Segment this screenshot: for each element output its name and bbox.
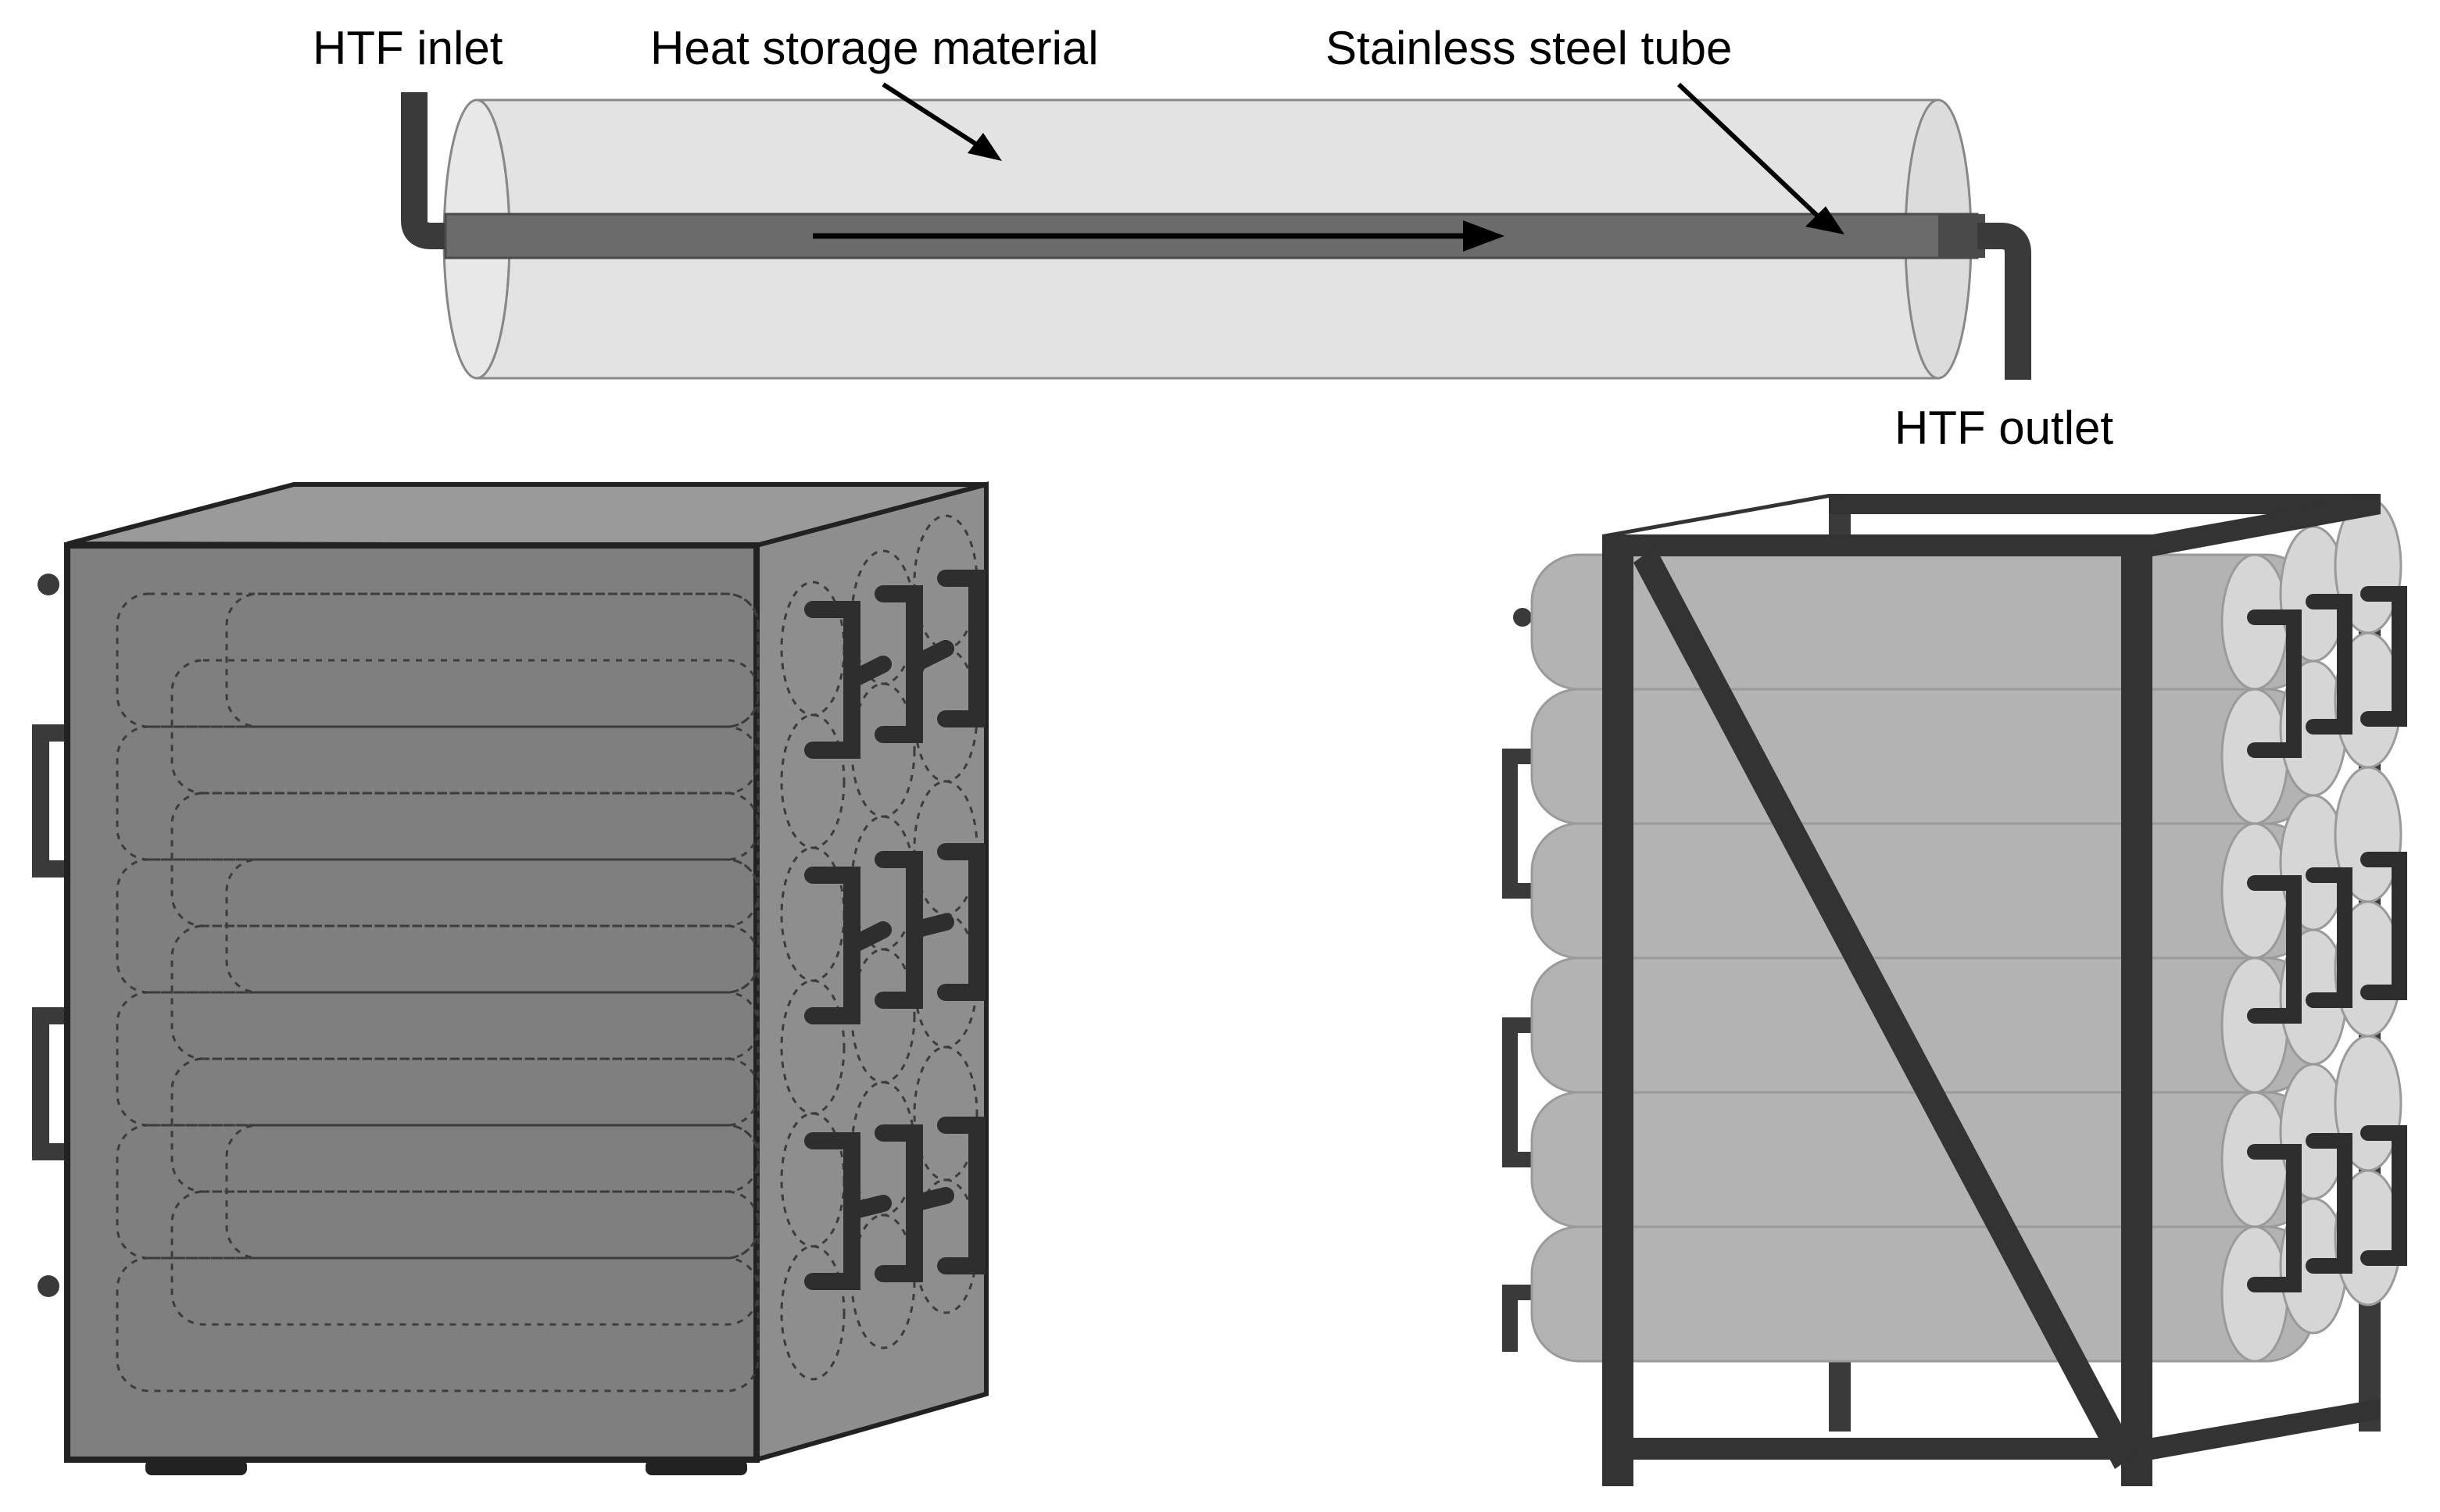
u-bend-pipe bbox=[843, 921, 892, 954]
htf-inlet-pipe bbox=[401, 92, 453, 249]
bundle-cylinder bbox=[1530, 688, 2315, 825]
single-tube-diagram: HTF inlet Heat storage material Stainles… bbox=[313, 22, 2113, 454]
left-stub-top bbox=[38, 574, 59, 595]
end-ellipse bbox=[780, 979, 846, 1115]
steel-tube-leader bbox=[1676, 82, 1831, 229]
bundle-end-cap bbox=[2220, 956, 2289, 1094]
left-stub-bottom bbox=[38, 1275, 59, 1297]
left-handle-upper bbox=[32, 724, 67, 878]
hidden-cylinder bbox=[225, 592, 760, 728]
enclosure-foot-right bbox=[646, 1460, 747, 1475]
enclosure-front-face bbox=[64, 542, 760, 1463]
hidden-cylinder bbox=[170, 659, 760, 795]
frame-left-handle bbox=[1502, 749, 1532, 899]
htf-outlet-label: HTF outlet bbox=[1894, 402, 2113, 454]
end-ellipse bbox=[780, 1245, 846, 1381]
u-bend-pipe bbox=[843, 656, 892, 688]
end-ellipse bbox=[850, 948, 916, 1084]
htf-inlet-label: HTF inlet bbox=[313, 22, 503, 74]
htf-outlet-pipe bbox=[1977, 223, 2031, 380]
end-ellipse bbox=[850, 682, 916, 818]
hidden-cylinder bbox=[225, 858, 760, 994]
u-bend-pipe bbox=[937, 570, 986, 727]
frame-u-bend bbox=[2306, 1133, 2352, 1274]
frame-top-left-rail bbox=[1602, 494, 1851, 534]
heat-storage-material-label: Heat storage material bbox=[650, 22, 1099, 74]
frame-u-bend bbox=[2247, 1144, 2302, 1292]
frame-u-bend bbox=[2247, 875, 2302, 1024]
frame-left-handle bbox=[1502, 1017, 1532, 1167]
hidden-cylinder bbox=[170, 1190, 760, 1326]
front-frame bbox=[1602, 494, 2381, 1486]
frame-front-top-rail bbox=[1602, 534, 2152, 556]
hidden-cylinder bbox=[225, 1124, 760, 1260]
stainless-steel-tube-label: Stainless steel tube bbox=[1326, 22, 1732, 74]
enclosed-bundle-diagram bbox=[32, 481, 989, 1475]
hidden-cylinder bbox=[170, 924, 760, 1060]
u-bend-pipe bbox=[906, 913, 954, 938]
u-bend-pipe bbox=[937, 1117, 986, 1274]
frame-u-bend bbox=[2247, 609, 2302, 758]
bundle-end-cap bbox=[2220, 1225, 2289, 1363]
u-bend-pipe bbox=[843, 1195, 892, 1220]
heat-storage-leader bbox=[882, 82, 994, 157]
left-handle-lower bbox=[32, 1007, 67, 1160]
frame-front-bottom-rail bbox=[1602, 1438, 2152, 1460]
frame-u-bend bbox=[2360, 1125, 2407, 1266]
hidden-cylinder bbox=[170, 792, 760, 928]
hidden-cylinders bbox=[116, 592, 760, 1392]
bundle-end-caps bbox=[2220, 497, 2402, 1363]
enclosure-foot-left bbox=[145, 1460, 247, 1475]
hidden-cylinder bbox=[170, 1057, 760, 1193]
bundle-cylinders bbox=[1530, 553, 2315, 1363]
steel-tube-leader-head bbox=[1805, 206, 1844, 234]
flow-arrow-head bbox=[1463, 220, 1504, 252]
frame-front-post-right bbox=[2121, 534, 2152, 1486]
frame-u-bend bbox=[2360, 852, 2407, 1000]
frame-front-post-left bbox=[1602, 534, 1633, 1486]
frame-bottom-side-rail bbox=[2152, 1399, 2381, 1460]
u-bend-pipe bbox=[906, 1187, 954, 1212]
end-ellipse bbox=[780, 713, 846, 849]
connector-bends bbox=[804, 570, 986, 1290]
frame-top-side-rail bbox=[2152, 494, 2381, 556]
u-bend-pipe bbox=[906, 640, 954, 673]
heat-storage-leader-head bbox=[968, 133, 1002, 161]
end-ellipse bbox=[913, 1046, 979, 1181]
bundle-cylinder bbox=[1530, 822, 2315, 960]
frame-u-bend bbox=[2306, 594, 2352, 735]
frame-left-handle bbox=[1502, 1285, 1532, 1352]
enclosure-right-face bbox=[754, 481, 989, 1463]
frame-diagonal-brace bbox=[1633, 547, 2137, 1469]
bundle-cylinder bbox=[1530, 1225, 2315, 1363]
u-bend-pipe bbox=[937, 843, 986, 1001]
frame-left-stub bbox=[1513, 608, 1532, 627]
bundle-cylinder bbox=[1530, 1091, 2315, 1228]
frame-connector-bends bbox=[2247, 586, 2407, 1292]
framed-bundle-diagram bbox=[1502, 494, 2407, 1486]
frame-u-bend bbox=[2360, 586, 2407, 727]
frame-u-bend bbox=[2306, 867, 2352, 1008]
